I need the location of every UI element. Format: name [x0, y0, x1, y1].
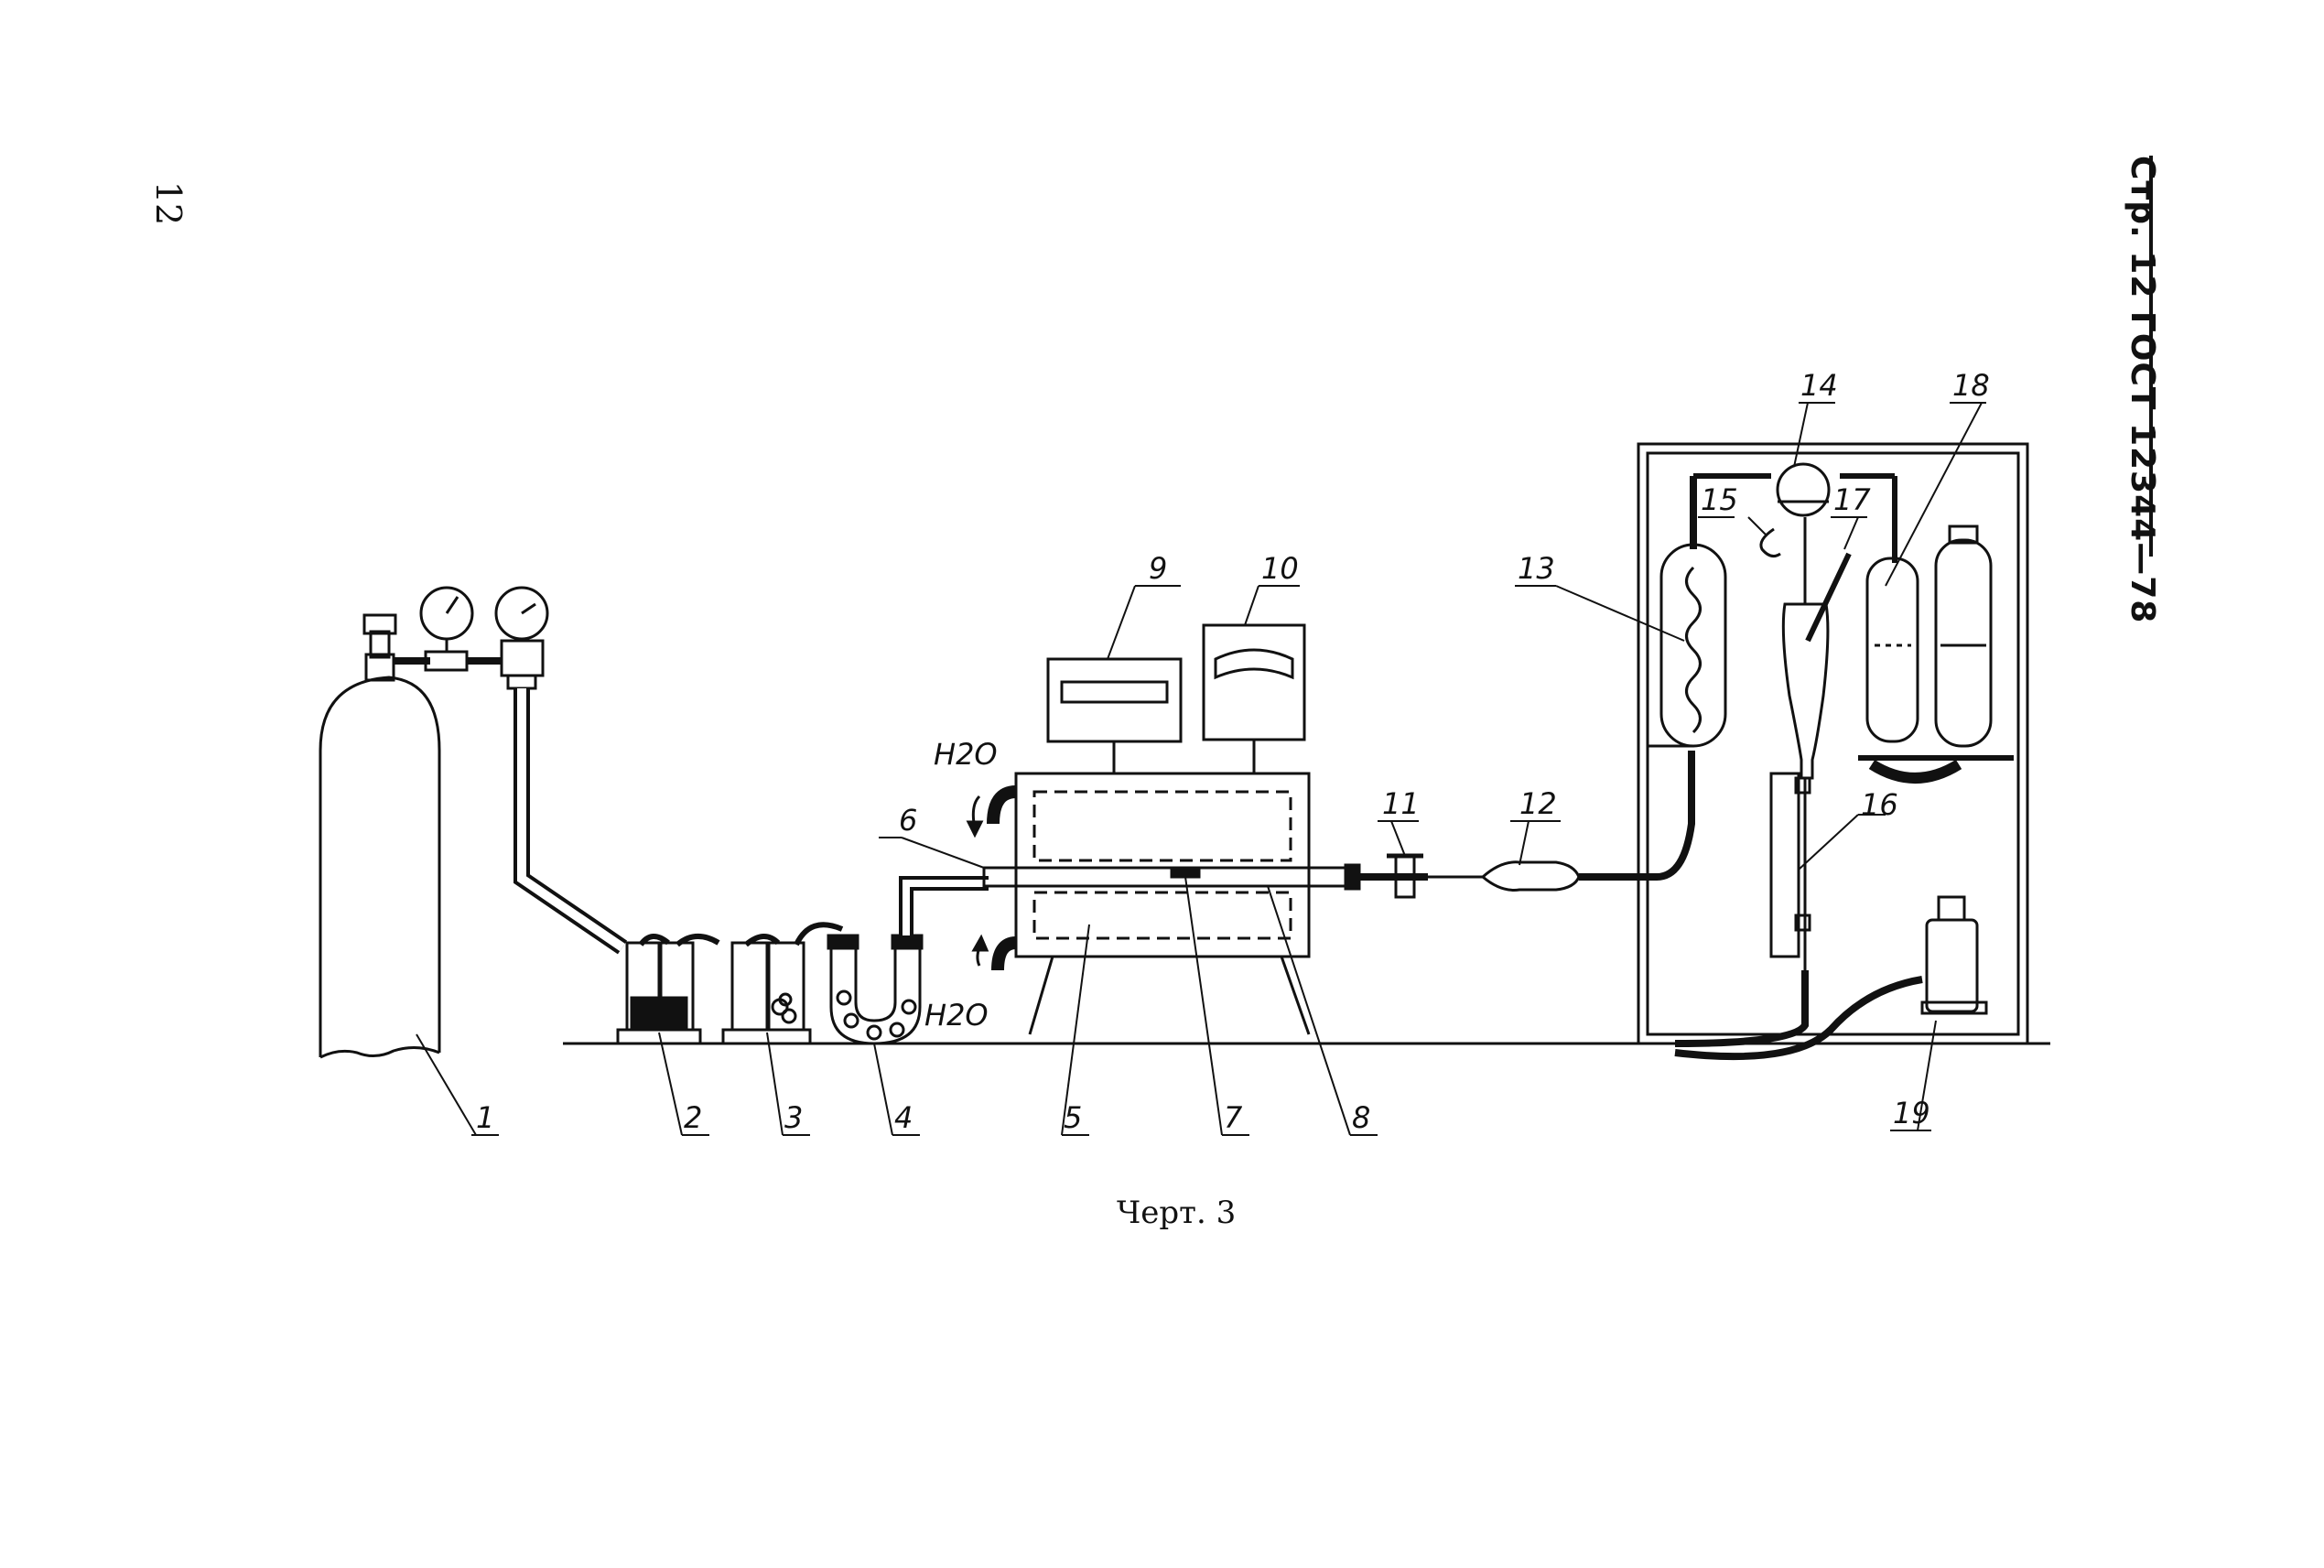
water-label-bottom: H2O	[924, 998, 989, 1033]
label-11: 11	[1382, 786, 1420, 821]
figure-caption: Черт. 3	[1117, 1195, 1237, 1231]
label-19: 19	[1893, 1096, 1930, 1130]
label-16: 16	[1861, 787, 1898, 822]
page-header: Стр. 12 ГОСТ 12344—78	[2124, 156, 2161, 624]
callout-leaders	[416, 402, 1986, 1136]
label-5: 5	[1064, 1100, 1082, 1135]
label-4: 4	[894, 1100, 913, 1135]
temperature-regulator	[1046, 657, 1183, 773]
label-9: 9	[1149, 551, 1167, 586]
label-7: 7	[1224, 1100, 1243, 1135]
label-6: 6	[899, 803, 917, 838]
label-15: 15	[1701, 482, 1738, 517]
tube-furnace	[966, 772, 1311, 1035]
gas-line	[1656, 751, 1695, 881]
millivoltmeter	[1202, 623, 1306, 773]
u-tube	[827, 876, 989, 1045]
dust-filter	[1428, 860, 1657, 892]
label-14: 14	[1800, 368, 1838, 403]
label-1: 1	[476, 1100, 494, 1135]
label-17: 17	[1833, 482, 1871, 517]
label-18: 18	[1952, 368, 1990, 403]
gas-cylinder	[319, 586, 549, 1059]
label-12: 12	[1519, 786, 1557, 821]
label-3: 3	[784, 1100, 803, 1135]
label-2: 2	[684, 1100, 702, 1135]
header-rule	[2149, 156, 2153, 557]
water-label-top: H2O	[934, 737, 998, 772]
wash-bottles	[616, 934, 720, 1045]
reaction-tube	[982, 863, 1428, 891]
label-10: 10	[1261, 551, 1299, 586]
gas-analyzer-cabinet	[1637, 442, 2029, 1061]
label-13: 13	[1518, 551, 1555, 586]
drying-bottles	[721, 922, 844, 1045]
label-8: 8	[1352, 1100, 1370, 1135]
